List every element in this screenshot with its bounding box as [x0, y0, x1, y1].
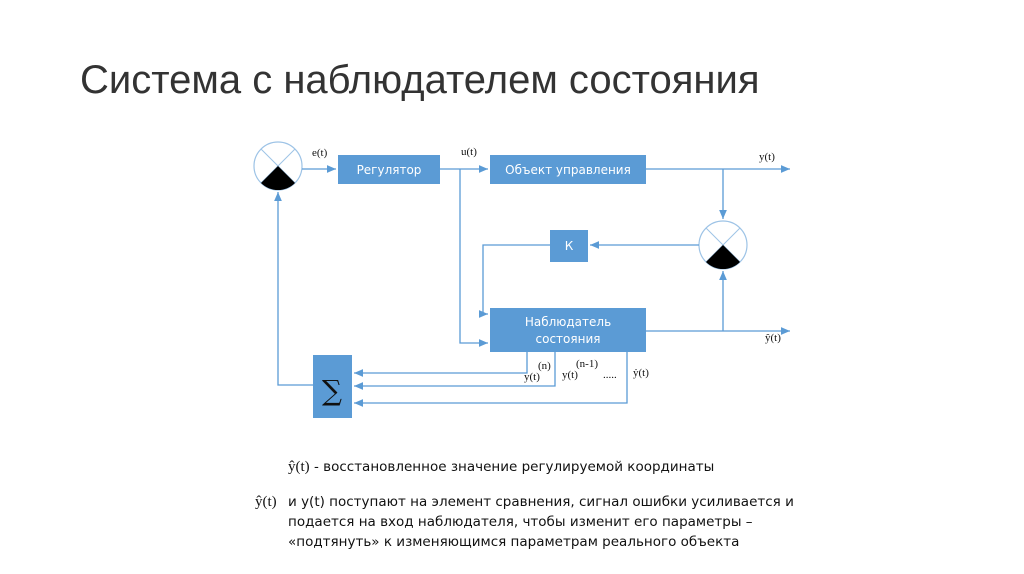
regulator-label: Регулятор	[357, 163, 422, 177]
signal-lines	[274, 165, 790, 407]
u-label: u(t)	[461, 146, 477, 158]
note-2-line-1: и y(t) поступают на элемент сравнения, с…	[288, 494, 794, 510]
plant-block: Объект управления	[490, 155, 646, 184]
note-1-text: - восстановленное значение регулируемой …	[313, 459, 715, 475]
sum-symbol: ∑	[322, 374, 342, 407]
observer-label-1: Наблюдатель	[525, 315, 611, 329]
slide-title: Система с наблюдателем состояния	[80, 58, 760, 102]
yhat-label: ŷ(t)	[765, 332, 781, 344]
note-2-line-2: подается на вход наблюдателя, чтобы изме…	[288, 514, 753, 530]
dots-label: .....	[603, 369, 617, 381]
gain-block: К	[550, 230, 588, 262]
gain-label: К	[565, 239, 574, 253]
regulator-block: Регулятор	[338, 155, 440, 184]
observer-label-2: состояния	[536, 332, 601, 346]
note-1-symbol: ŷ(t)	[288, 459, 310, 475]
note-2-symbol: ŷ(t)	[255, 494, 277, 510]
plant-label: Объект управления	[505, 163, 631, 177]
e-label: e(t)	[312, 147, 328, 159]
yn1-label: y(t)	[562, 369, 578, 381]
yn-label: y(t)	[524, 371, 540, 383]
comparator-2	[698, 220, 748, 270]
observer-block: Наблюдатель состояния	[490, 308, 646, 352]
comparator-1	[253, 141, 303, 191]
note-2-line-3: «подтянуть» к изменяющимся параметрам ре…	[288, 534, 740, 550]
note-2: и y(t) поступают на элемент сравнения, с…	[288, 492, 794, 552]
sum-block: ∑	[313, 355, 352, 418]
y-label: y(t)	[759, 151, 775, 163]
note-2-symbol-wrap: ŷ(t)	[255, 492, 277, 512]
yn-sup: (n)	[538, 360, 551, 372]
yn1-sup: (n-1)	[576, 358, 598, 370]
note-1: ŷ(t) - восстановленное значение регулиру…	[288, 457, 714, 477]
ydot-label: ẏ(t)	[633, 367, 649, 379]
